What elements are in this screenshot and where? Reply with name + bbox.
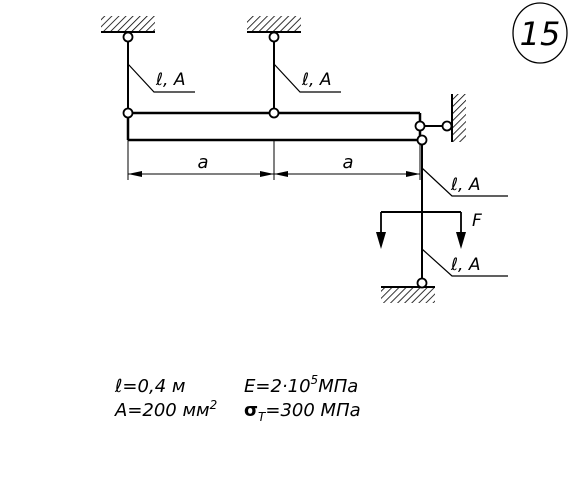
left-top-rod-label: ℓ, A bbox=[155, 70, 185, 90]
right-wall-support bbox=[424, 94, 466, 142]
problem-number: 15 bbox=[520, 15, 561, 53]
hinge-beam-bottom bbox=[416, 134, 428, 146]
dimension-line bbox=[127, 140, 421, 180]
given-area-exp: 2 bbox=[210, 398, 218, 412]
given-modulus-unit: МПа bbox=[318, 376, 358, 397]
given-yield-value: =300 МПа bbox=[265, 400, 360, 421]
hinge-left-top bbox=[122, 31, 134, 43]
given-yield-sub: T bbox=[258, 410, 267, 424]
force-load bbox=[376, 211, 466, 249]
given-modulus-value: E=2·10 bbox=[244, 376, 311, 397]
right-lower-rod-label: ℓ, A bbox=[450, 255, 480, 275]
force-label: F bbox=[472, 211, 482, 231]
hinge-mid-top bbox=[268, 31, 280, 43]
dimension-a-left: a bbox=[197, 152, 208, 173]
right-upper-rod-label: ℓ, A bbox=[450, 175, 480, 195]
bottom-floor-support bbox=[381, 286, 435, 303]
hinge-left-beam bbox=[122, 107, 134, 119]
hinge-right-link-inner bbox=[414, 120, 426, 132]
mid-top-wall-support bbox=[247, 16, 301, 33]
given-modulus: E=2·105МПа bbox=[244, 373, 358, 397]
left-top-wall-support bbox=[101, 16, 155, 33]
given-data: ℓ=0,4 м A=200 мм2 E=2·105МПа σT=300 МПа bbox=[114, 373, 361, 424]
hinge-mid-beam bbox=[268, 107, 280, 119]
given-modulus-exp: 5 bbox=[311, 373, 319, 387]
given-yield-symbol: σ bbox=[244, 400, 258, 421]
given-area: A=200 мм2 bbox=[114, 398, 217, 421]
hinge-right-wall bbox=[441, 120, 453, 132]
given-yield: σT=300 МПа bbox=[244, 400, 361, 424]
given-area-value: A=200 мм bbox=[114, 400, 210, 421]
problem-number-badge: 15 bbox=[512, 2, 568, 64]
hinges bbox=[122, 31, 453, 289]
hinge-bottom-floor bbox=[416, 277, 428, 289]
given-length: ℓ=0,4 м bbox=[114, 376, 185, 397]
mid-top-rod-label: ℓ, A bbox=[301, 70, 331, 90]
dimension-a-right: a bbox=[342, 152, 353, 173]
